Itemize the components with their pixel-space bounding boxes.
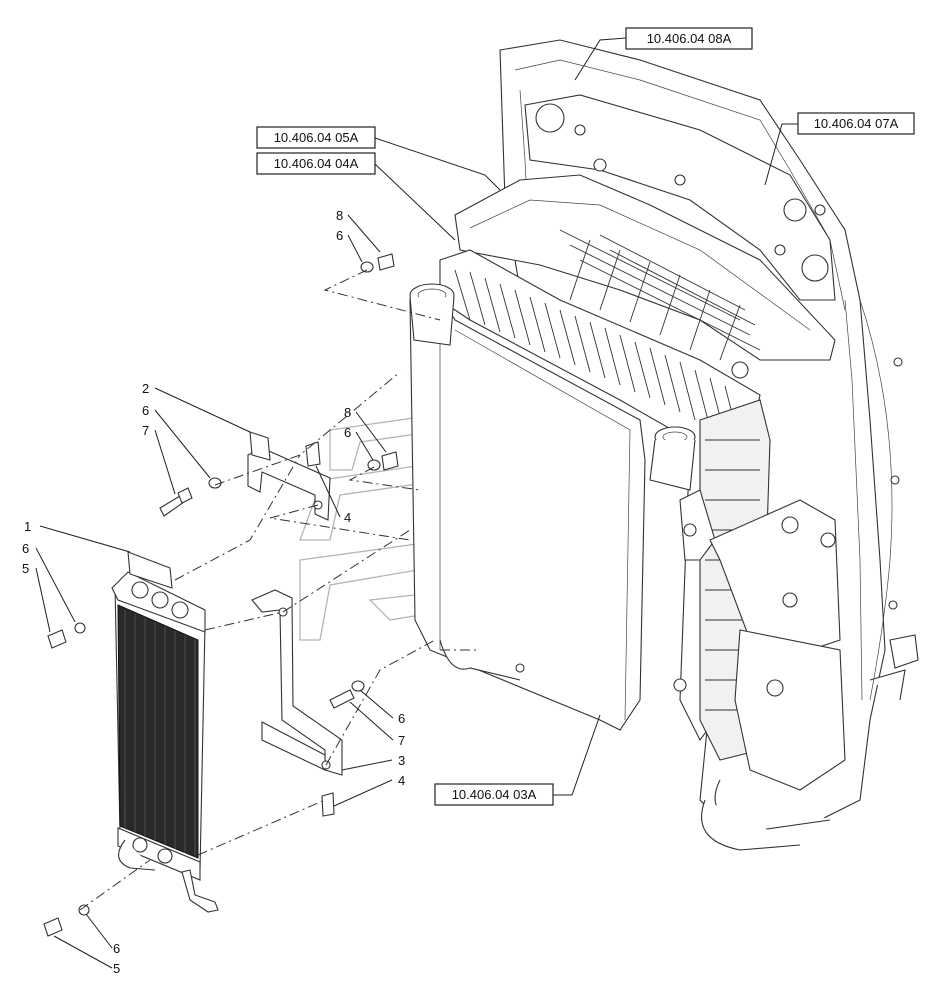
oil-cooler xyxy=(111,551,219,913)
reference-label-08a: 10.406.04 08A xyxy=(647,31,732,46)
reference-label-03a: 10.406.04 03A xyxy=(452,787,537,802)
reference-box-05a: 10.406.04 05A xyxy=(256,126,376,149)
callout-2: 2 xyxy=(142,381,149,396)
reference-box-07a: 10.406.04 07A xyxy=(797,112,915,135)
callout-4-upper: 4 xyxy=(344,510,351,525)
reference-box-08a: 10.406.04 08A xyxy=(625,27,753,50)
assembly-lines xyxy=(79,269,480,911)
callout-4-lower: 4 xyxy=(398,773,405,788)
reference-label-05a: 10.406.04 05A xyxy=(274,130,359,145)
reference-box-03a: 10.406.04 03A xyxy=(434,783,554,806)
radiator-assembly xyxy=(409,39,919,851)
callout-1: 1 xyxy=(24,519,31,534)
reference-label-07a: 10.406.04 07A xyxy=(814,116,899,131)
callout-6-lower: 6 xyxy=(398,711,405,726)
callout-8-top: 8 xyxy=(336,208,343,223)
callout-6-cooler-bottom: 6 xyxy=(113,941,120,956)
leader-lines xyxy=(35,214,394,969)
reference-label-04a: 10.406.04 04A xyxy=(274,156,359,171)
callout-6-upper-left: 6 xyxy=(142,403,149,418)
callout-6-cooler-top: 6 xyxy=(22,541,29,556)
callout-5-cooler-top: 5 xyxy=(22,561,29,576)
bracket-lower xyxy=(251,589,343,776)
reference-box-04a: 10.406.04 04A xyxy=(256,152,376,175)
reference-leaders xyxy=(374,37,798,796)
callout-7-lower: 7 xyxy=(398,733,405,748)
hardware xyxy=(43,253,399,937)
callout-numbers: 8 6 2 6 7 8 6 4 1 6 5 6 7 3 4 6 5 xyxy=(22,208,405,976)
callout-6-top: 6 xyxy=(336,228,343,243)
callout-3: 3 xyxy=(398,753,405,768)
callout-6-middle: 6 xyxy=(344,425,351,440)
callout-8-middle: 8 xyxy=(344,405,351,420)
callout-7-upper: 7 xyxy=(142,423,149,438)
callout-5-cooler-bottom: 5 xyxy=(113,961,120,976)
